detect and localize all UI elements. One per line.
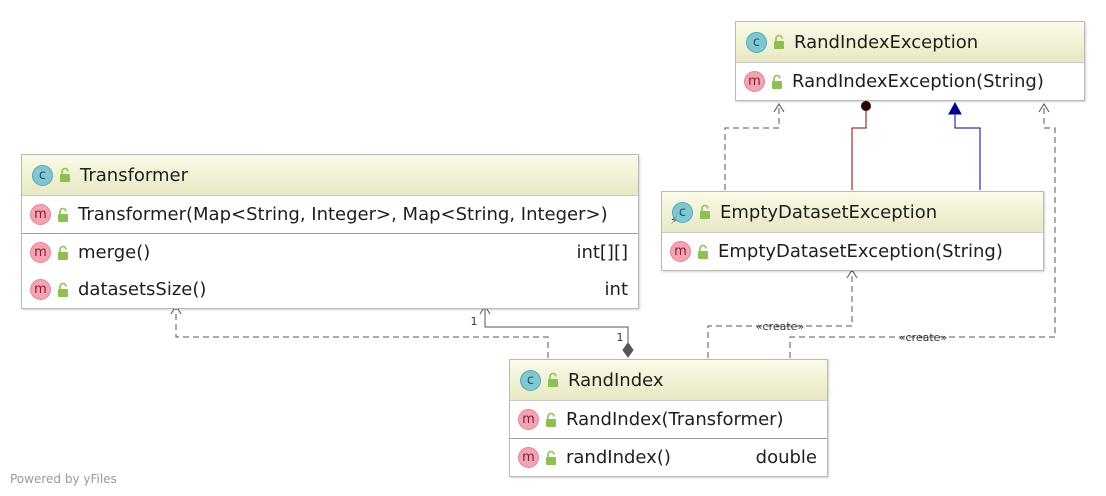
public-lock-icon [60, 167, 70, 182]
method-icon: m [518, 409, 539, 430]
public-lock-icon [546, 450, 556, 465]
class-icon: c [520, 369, 541, 391]
yfiles-watermark: Powered by yFiles [10, 472, 117, 486]
method-signature: randIndex() [566, 447, 671, 468]
method-row[interactable]: m randIndex() double [510, 439, 827, 476]
public-lock-icon [58, 207, 68, 222]
method-row[interactable]: m merge() int[][] [22, 234, 638, 271]
edge-randindex-composition-transformer: 1 1 [471, 305, 634, 358]
exception-class-icon: c⚡ [670, 201, 693, 226]
edge-inner-class-relation [851, 101, 871, 190]
class-node-emptydatasetexception[interactable]: c⚡ EmptyDatasetException m EmptyDatasetE… [661, 191, 1044, 271]
edge-randindex-creates-randindexexception: «create» [789, 103, 1056, 358]
class-name: RandIndex [568, 369, 664, 391]
method-signature: merge() [78, 242, 151, 263]
class-header: c Transformer [22, 155, 638, 196]
constructor-row[interactable]: m RandIndexException(String) [736, 63, 1084, 100]
method-return-type: int[][] [576, 242, 628, 263]
method-return-type: int [604, 279, 628, 300]
constructor-row[interactable]: m EmptyDatasetException(String) [662, 233, 1043, 270]
public-lock-icon [698, 244, 708, 259]
create-label-randindexexception: «create» [899, 331, 947, 344]
methods-section: m randIndex() double [510, 439, 827, 476]
public-lock-icon [546, 412, 556, 427]
create-label-emptydatasetexception: «create» [756, 320, 804, 333]
public-lock-icon [700, 204, 710, 219]
method-signature: datasetsSize() [78, 279, 207, 300]
public-lock-icon [58, 282, 68, 297]
public-lock-icon [58, 245, 68, 260]
constructor-signature: Transformer(Map<String, Integer>, Map<St… [78, 204, 608, 225]
class-node-randindexexception[interactable]: c RandIndexException m RandIndexExceptio… [735, 21, 1085, 101]
constructor-row[interactable]: m RandIndex(Transformer) [510, 401, 827, 438]
class-header: c RandIndexException [736, 22, 1084, 63]
constructors-section: m Transformer(Map<String, Integer>, Map<… [22, 196, 638, 234]
method-icon: m [30, 242, 51, 263]
constructor-signature: EmptyDatasetException(String) [718, 241, 1003, 262]
public-lock-icon [772, 74, 782, 89]
constructor-signature: RandIndex(Transformer) [566, 409, 784, 430]
class-header: c RandIndex [510, 360, 827, 401]
constructors-section: m RandIndexException(String) [736, 63, 1084, 100]
class-name: EmptyDatasetException [720, 201, 938, 223]
edge-inheritance-empty-extends-randindexexception [948, 101, 981, 190]
edge-randindex-creates-emptydatasetexception: «create» [707, 269, 858, 358]
public-lock-icon [548, 372, 558, 387]
public-lock-icon [774, 34, 784, 49]
method-row[interactable]: m datasetsSize() int [22, 271, 638, 308]
constructor-row[interactable]: m Transformer(Map<String, Integer>, Map<… [22, 196, 638, 233]
multiplicity-randindex-end: 1 [617, 331, 624, 344]
method-return-type: double [755, 447, 817, 468]
class-name: RandIndexException [794, 31, 979, 53]
class-icon: c [32, 164, 53, 186]
class-header: c⚡ EmptyDatasetException [662, 192, 1043, 233]
class-node-randindex[interactable]: c RandIndex m RandIndex(Transformer) m r… [509, 359, 828, 477]
method-icon: m [744, 71, 765, 92]
method-icon: m [518, 447, 539, 468]
methods-section: m merge() int[][] m datasetsSize() int [22, 234, 638, 308]
method-icon: m [30, 279, 51, 300]
class-name: Transformer [80, 164, 189, 186]
constructors-section: m RandIndex(Transformer) [510, 401, 827, 439]
constructors-section: m EmptyDatasetException(String) [662, 233, 1043, 270]
edge-empty-to-randindexexception-dependency [724, 103, 785, 190]
method-icon: m [30, 204, 51, 225]
constructor-signature: RandIndexException(String) [792, 71, 1044, 92]
multiplicity-transformer-end: 1 [471, 315, 478, 328]
class-node-transformer[interactable]: c Transformer m Transformer(Map<String, … [21, 154, 639, 309]
class-icon: c [746, 31, 767, 53]
method-icon: m [670, 241, 691, 262]
edge-randindex-depends-on-transformer [170, 305, 549, 358]
